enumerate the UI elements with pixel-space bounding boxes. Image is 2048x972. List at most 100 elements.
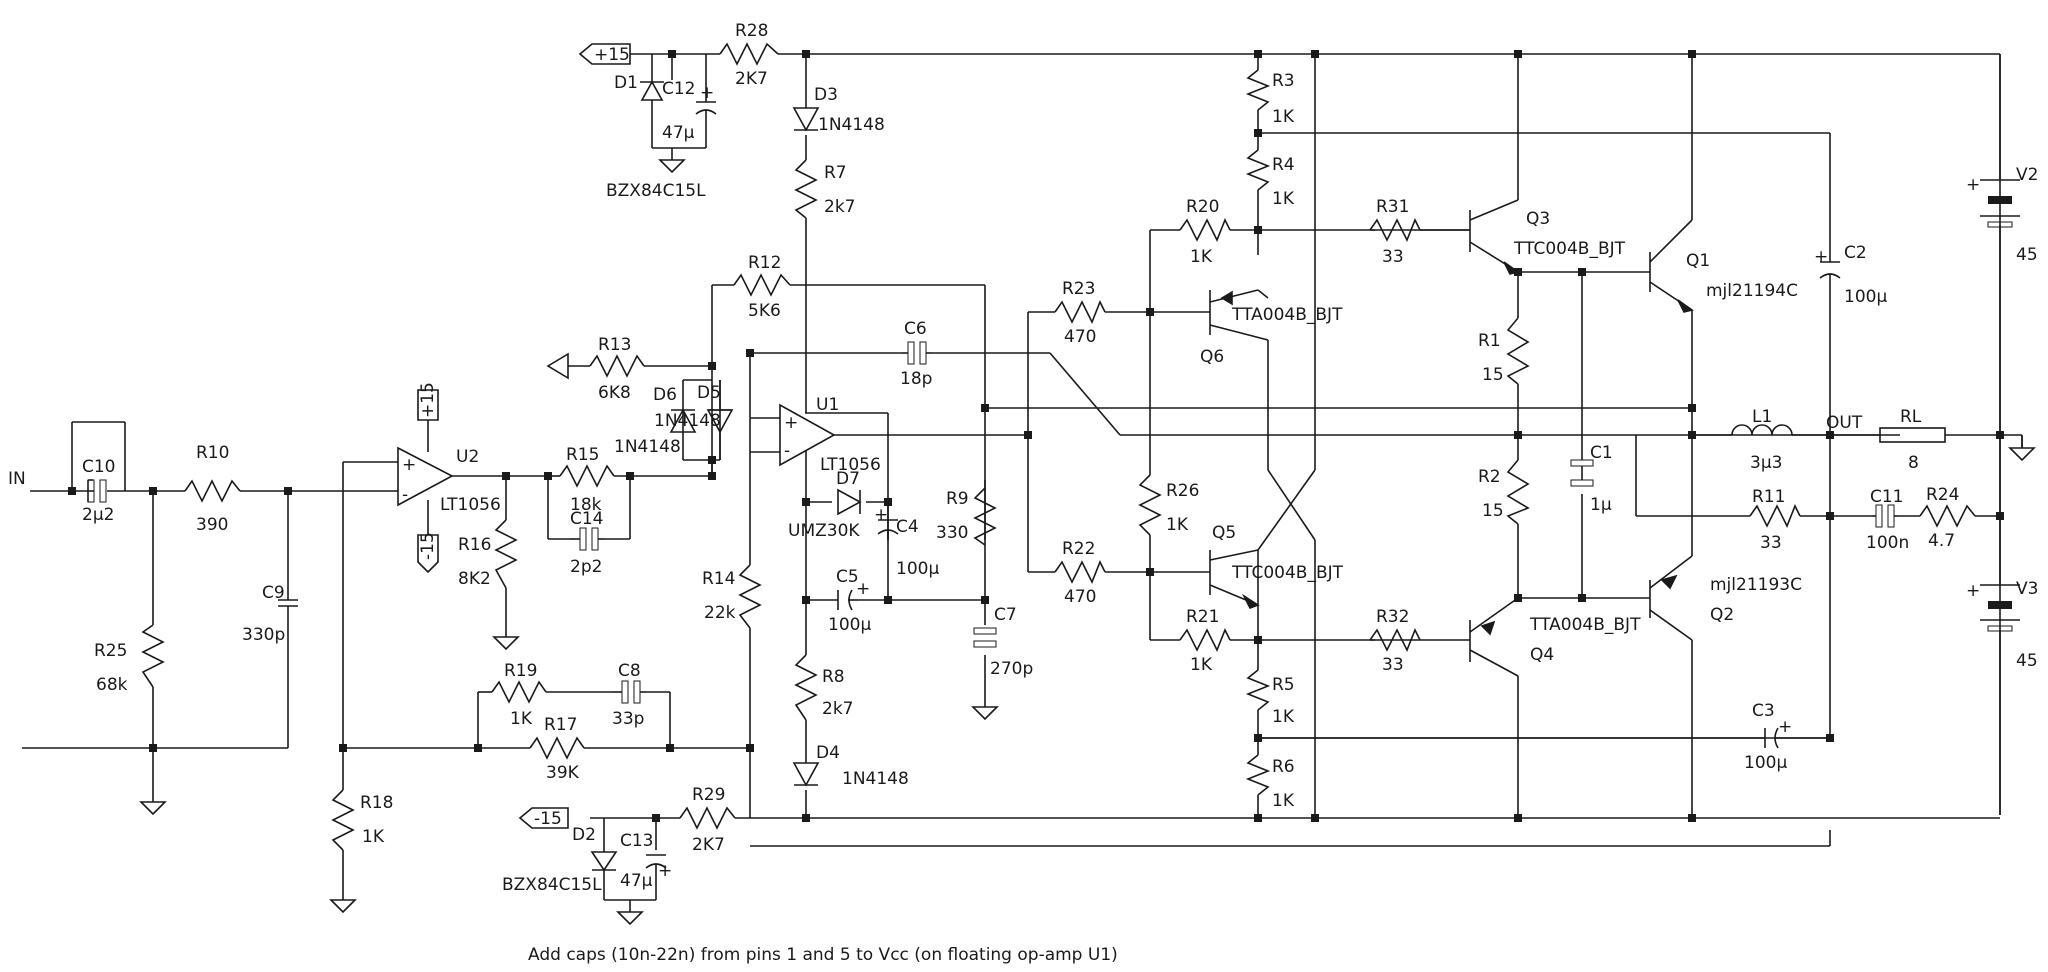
d4-symbol	[792, 762, 820, 787]
d3-label: D3	[814, 85, 838, 105]
r1-value: 15	[1482, 365, 1504, 385]
c14-symbol	[570, 527, 605, 551]
r31-symbol	[1369, 218, 1421, 242]
r10-symbol	[184, 479, 241, 503]
r22-symbol	[1054, 560, 1106, 584]
c1-symbol	[1570, 459, 1594, 487]
r1-symbol	[1506, 317, 1530, 385]
r19-symbol	[491, 680, 547, 704]
c5-label: C5	[836, 567, 859, 587]
c13-plus: +	[658, 861, 672, 881]
c12-plus: +	[700, 83, 714, 103]
c6-symbol	[902, 341, 932, 365]
r15-symbol	[559, 464, 615, 488]
r11-value: 33	[1760, 533, 1782, 553]
c7-symbol	[973, 627, 997, 648]
in-label: IN	[8, 469, 26, 489]
c12-symbol	[695, 54, 717, 148]
r17-value: 39K	[546, 763, 580, 783]
junctions	[68, 50, 2004, 822]
c4-label: C4	[896, 517, 919, 537]
d3-value: 1N4148	[818, 115, 885, 135]
r10-label: R10	[196, 443, 229, 463]
r11-label: R11	[1752, 487, 1785, 507]
out-label: OUT	[1826, 413, 1863, 433]
c1-value: 1µ	[1590, 495, 1612, 515]
c8-label: C8	[618, 661, 641, 681]
design-note: Add caps (10n-22n) from pins 1 and 5 to …	[528, 945, 1118, 965]
c4-plus: +	[874, 505, 888, 525]
r5-symbol	[1245, 669, 1271, 711]
r20-symbol	[1179, 218, 1231, 242]
r25-symbol	[141, 624, 165, 688]
r28-value: 2K7	[735, 69, 768, 89]
d2-label: D2	[572, 825, 596, 845]
u1-model: LT1056	[820, 455, 881, 475]
c13-value: 47µ	[620, 871, 653, 891]
d56-value-2: 1N4148	[614, 437, 681, 457]
r22-label: R22	[1062, 539, 1095, 559]
r32-value: 33	[1382, 655, 1404, 675]
component-labels: IN OUT +15 -15 +15 -15 + - U2 LT1056 + -…	[8, 21, 2038, 895]
r6-label: R6	[1272, 757, 1295, 777]
c12-label: C12	[662, 79, 696, 99]
r12-value: 5K6	[748, 301, 781, 321]
r8-label: R8	[822, 667, 845, 687]
r13-value: 6K8	[598, 383, 631, 403]
d56-value-1: 1N4148	[654, 411, 721, 431]
r23-symbol	[1054, 300, 1106, 324]
r21-symbol	[1179, 628, 1231, 652]
wires	[22, 53, 2023, 888]
r14-symbol	[738, 564, 762, 629]
rl-value: 8	[1908, 453, 1919, 473]
q5-label: Q5	[1212, 523, 1236, 543]
pos15-label: +15	[594, 45, 630, 65]
c3-plus: +	[1778, 717, 1792, 737]
r13-label: R13	[598, 335, 631, 355]
u1-symbol	[779, 403, 836, 467]
v3-plus: +	[1966, 581, 1980, 601]
c1-label: C1	[1590, 443, 1613, 463]
c4-symbol	[877, 519, 899, 540]
r19-label: R19	[504, 661, 537, 681]
d6-label: D6	[653, 385, 677, 405]
r15-value: 18k	[570, 495, 602, 515]
c9-label: C9	[262, 583, 285, 603]
r4-label: R4	[1272, 155, 1295, 175]
v2-symbol	[1980, 179, 2020, 228]
rl-symbol	[1879, 427, 1946, 443]
r28-symbol	[719, 42, 779, 66]
r22-value: 470	[1064, 587, 1096, 607]
r13-arrow	[546, 352, 569, 380]
c6-value: 18p	[900, 369, 932, 389]
c8-value: 33p	[612, 709, 644, 729]
v2-value: 45	[2016, 245, 2038, 265]
r18-label: R18	[360, 793, 393, 813]
r29-value: 2K7	[692, 835, 725, 855]
r4-symbol	[1245, 149, 1271, 191]
r25-value: 68k	[96, 675, 128, 695]
u2-minus: -	[402, 485, 408, 505]
r19-value: 1K	[510, 709, 533, 729]
r14-label: R14	[702, 569, 735, 589]
r31-value: 33	[1382, 247, 1404, 267]
c14-value: 2p2	[570, 557, 602, 577]
r15-label: R15	[566, 445, 599, 465]
r16-symbol	[494, 519, 518, 589]
c13-label: C13	[620, 831, 654, 851]
r26-symbol	[1138, 474, 1162, 536]
r9-symbol	[973, 487, 997, 546]
c3-value: 100µ	[1744, 753, 1787, 773]
d2-symbol	[590, 818, 618, 900]
q2-symbol	[1649, 555, 1693, 641]
symbols	[87, 42, 2035, 925]
r12-label: R12	[748, 253, 781, 273]
u2-neg15-flag	[417, 534, 439, 574]
q1-symbol	[1649, 219, 1694, 313]
l1-label: L1	[1752, 407, 1772, 427]
r8-symbol	[794, 654, 818, 721]
r8-value: 2k7	[822, 699, 853, 719]
r5-label: R5	[1272, 675, 1295, 695]
r29-label: R29	[692, 785, 725, 805]
r32-label: R32	[1376, 607, 1409, 627]
